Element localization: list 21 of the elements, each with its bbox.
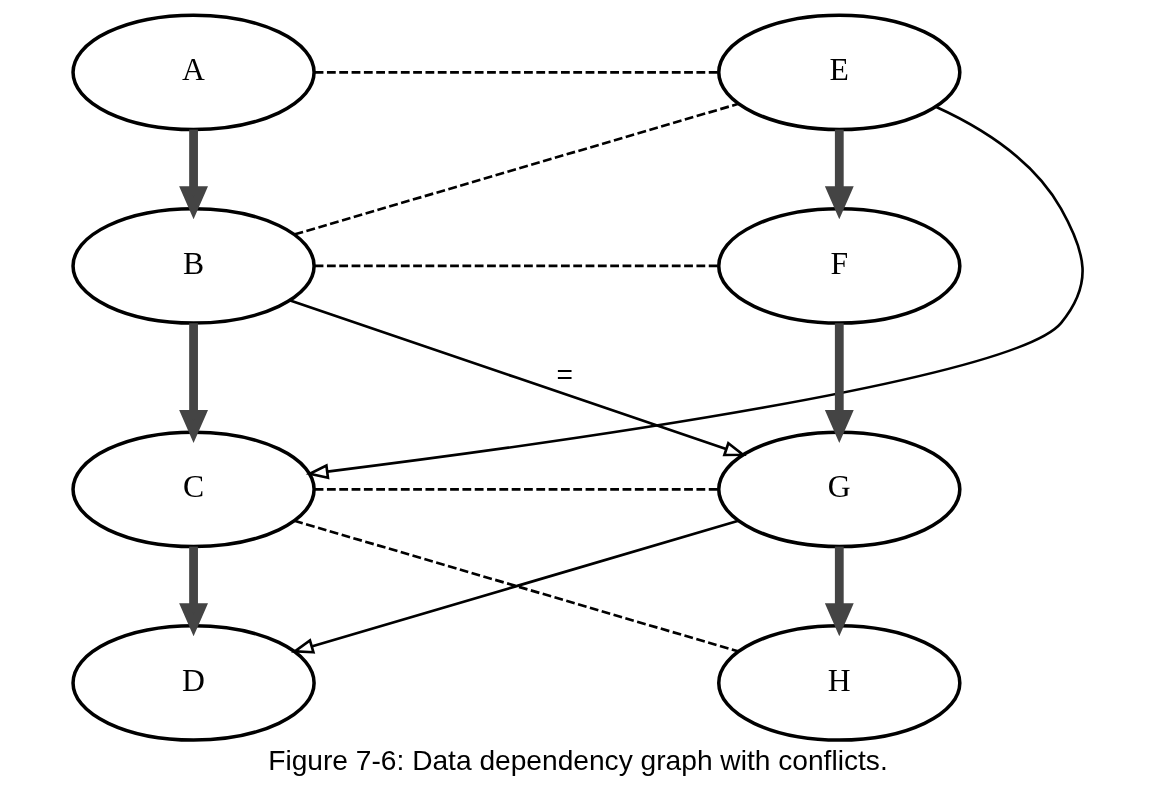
connector [314, 71, 719, 74]
arrow [179, 546, 208, 637]
connector [294, 102, 739, 236]
node-ellipse: B [71, 206, 316, 325]
connector [314, 488, 719, 491]
arrow [179, 323, 208, 444]
node-ellipse: C [71, 430, 316, 549]
node-ellipse: H [717, 623, 962, 742]
arrow [305, 105, 1084, 480]
arrow [824, 546, 854, 637]
arrow [824, 129, 854, 220]
node-ellipse: F [717, 206, 962, 325]
edge-label: = [556, 359, 574, 391]
node-ellipse: A [71, 13, 316, 132]
connector [314, 264, 719, 268]
arrow [824, 323, 854, 444]
caption: Figure 7-6: Data dependency graph with conflicts. [268, 744, 888, 776]
arrow [179, 129, 208, 220]
arrow [289, 299, 747, 457]
node-ellipse: E [717, 13, 962, 132]
node-ellipse: G [717, 430, 962, 549]
